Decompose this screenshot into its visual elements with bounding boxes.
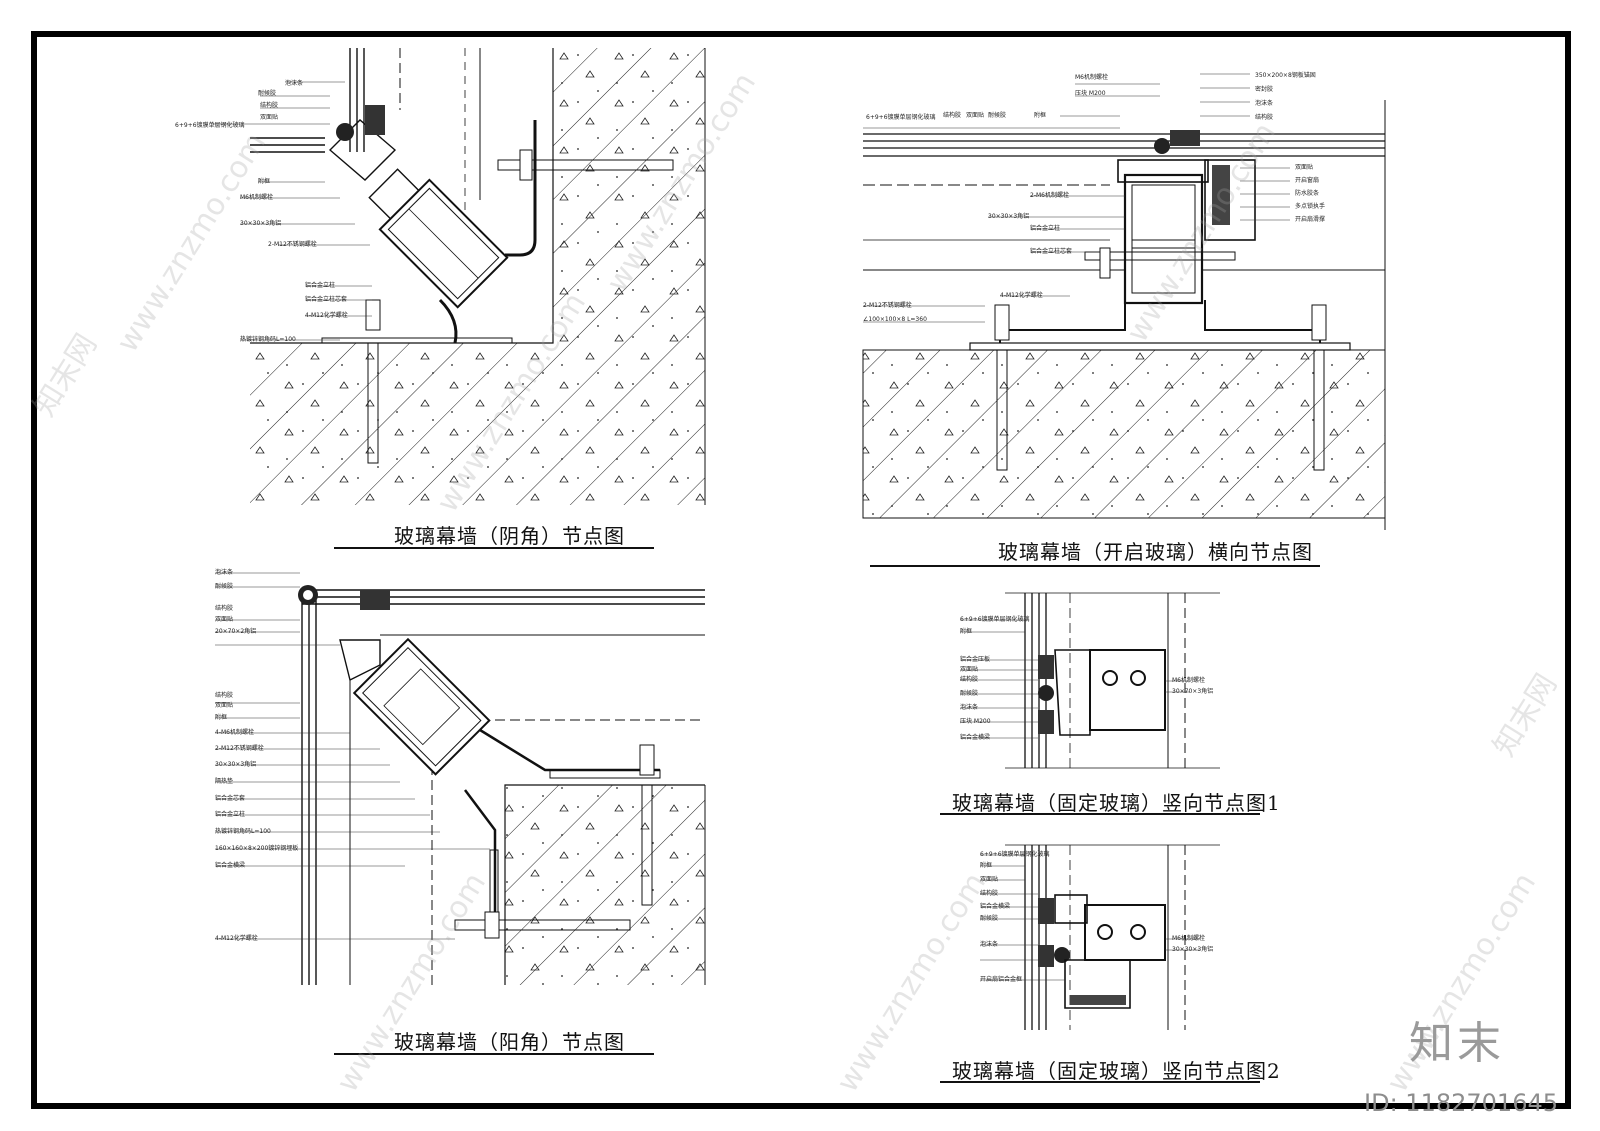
vertical-fixed-1-drawing	[960, 592, 1220, 769]
callout-label: 泡沫条	[285, 80, 304, 87]
callout-label: 2-M12不锈钢螺栓	[863, 302, 912, 309]
callout-label: 结构胶	[943, 112, 962, 119]
callout-label: M6机制螺栓	[240, 194, 273, 201]
callout-label: 铝合金横梁	[960, 734, 991, 741]
callout-label: 双面贴	[960, 666, 979, 673]
callout-label: 铝合金芯套	[215, 795, 246, 802]
callout-label: 4-M12化学螺栓	[1000, 292, 1043, 299]
vertical-fixed-2-title-underline	[940, 1081, 1260, 1083]
callout-label: 附框	[980, 862, 993, 869]
callout-label: 20×70×2角铝	[215, 628, 257, 635]
callout-label: 开启扇滑撑	[1295, 216, 1326, 223]
vertical-fixed-1-title: 玻璃幕墙（固定玻璃）竖向节点图1	[952, 791, 1281, 815]
callout-label: 耐候胶	[215, 583, 234, 590]
callout-label: 6+9+6镀膜单层钢化玻璃	[175, 122, 245, 129]
horizontal-opening-title: 玻璃幕墙（开启玻璃）横向节点图	[998, 540, 1313, 564]
callout-label: M6机制螺栓	[1172, 935, 1205, 942]
callout-label: 附框	[1034, 112, 1047, 119]
callout-label: 30×30×3角铝	[1172, 946, 1214, 953]
outer-corner-title: 玻璃幕墙（阳角）节点图	[394, 1030, 625, 1054]
inner-corner-drawing	[212, 48, 706, 505]
outer-corner-drawing	[215, 572, 706, 985]
callout-label: 多点锁执手	[1295, 203, 1326, 210]
callout-label: 2-M12不锈钢螺栓	[268, 241, 317, 248]
callout-label: 铝合金立柱芯套	[1030, 248, 1073, 255]
callout-label: 双面贴	[966, 112, 985, 119]
callout-label: 防水胶条	[1295, 190, 1320, 197]
callout-label: 结构胶	[215, 605, 234, 612]
callout-label: 泡沫条	[215, 569, 234, 576]
vertical-fixed-1-title-underline	[940, 813, 1260, 815]
callout-label: 双面贴	[260, 114, 279, 121]
callout-label: 泡沫条	[980, 941, 999, 948]
callout-label: 160×160×8×200镀锌钢埋板	[215, 845, 299, 852]
callout-label: 密封胶	[1255, 86, 1274, 93]
callout-label: 4-M6机制螺栓	[215, 729, 254, 736]
callout-label: 开启扇铝合金框	[980, 976, 1023, 983]
callout-label: 6+9+6镀膜单层钢化玻璃	[866, 114, 936, 121]
callout-label: 2-M6机制螺栓	[1030, 192, 1069, 199]
callout-label: 2-M12不锈钢螺栓	[215, 745, 264, 752]
inner-corner-title: 玻璃幕墙（阴角）节点图	[394, 524, 625, 548]
callout-label: 泡沫条	[1255, 100, 1274, 107]
callout-label: 开启窗扇	[1295, 177, 1320, 184]
callout-label: 结构胶	[260, 102, 279, 109]
vertical-fixed-2-drawing	[980, 844, 1220, 1030]
callout-label: 结构胶	[215, 692, 234, 699]
vertical-fixed-2-title: 玻璃幕墙（固定玻璃）竖向节点图2	[952, 1059, 1281, 1083]
callout-label: 耐候胶	[258, 90, 277, 97]
callout-label: 热镀锌钢角码L=100	[240, 336, 296, 343]
callout-label: 4-M12化学螺栓	[305, 312, 348, 319]
callout-label: 双面贴	[215, 616, 234, 623]
callout-label: 350×200×8钢板锚固	[1255, 72, 1316, 79]
callout-label: 30×30×3角铝	[240, 220, 282, 227]
callout-label: 铝合金立柱芯套	[305, 296, 348, 303]
horizontal-opening-title-underline	[870, 565, 1320, 567]
callout-label: 30×70×3角铝	[1172, 688, 1214, 695]
callout-label: 6+9+6镀膜单层钢化玻璃	[980, 851, 1050, 858]
callout-label: 双面贴	[980, 876, 999, 883]
callout-label: 耐候胶	[988, 112, 1007, 119]
callout-label: 结构胶	[980, 890, 999, 897]
callout-label: 压块 M200	[1075, 90, 1106, 97]
callout-label: M6机制螺栓	[1075, 74, 1108, 81]
sheet-border	[31, 31, 1571, 1109]
outer-corner-title-underline	[334, 1053, 654, 1055]
callout-label: 铝合金横梁	[980, 903, 1011, 910]
callout-label: 4-M12化学螺栓	[215, 935, 258, 942]
callout-label: 耐候胶	[960, 690, 979, 697]
callout-label: M6机制螺栓	[1172, 677, 1205, 684]
callout-label: ∠100×100×8 L=360	[863, 316, 927, 323]
callout-label: 6+9+6镀膜单层钢化玻璃	[960, 616, 1030, 623]
callout-label: 附框	[258, 178, 271, 185]
callout-label: 铝合金立柱	[305, 282, 336, 289]
callout-label: 30×30×3角铝	[215, 761, 257, 768]
horizontal-opening-drawing	[862, 73, 1386, 530]
callout-label: 铝合金立柱	[1030, 225, 1061, 232]
inner-corner-title-underline	[334, 547, 654, 549]
callout-label: 附框	[960, 628, 973, 635]
callout-label: 泡沫条	[960, 704, 979, 711]
image-id-label: ID: 1182701645	[1364, 1089, 1558, 1117]
callout-label: 结构胶	[1255, 114, 1274, 121]
callout-label: 铝合金立柱	[215, 811, 246, 818]
callout-label: 30×30×3角铝	[988, 213, 1030, 220]
callout-label: 铝合金压板	[960, 656, 991, 663]
callout-label: 附框	[215, 714, 228, 721]
callout-label: 结构胶	[960, 676, 979, 683]
callout-label: 耐候胶	[980, 915, 999, 922]
callout-label: 双面贴	[215, 702, 234, 709]
callout-label: 压块 M200	[960, 718, 991, 725]
callout-label: 双面贴	[1295, 164, 1314, 171]
callout-label: 隔热垫	[215, 778, 234, 785]
callout-label: 热镀锌钢角码L=100	[215, 828, 271, 835]
brand-logo: 知末	[1409, 1018, 1505, 1069]
callout-label: 铝合金横梁	[215, 862, 246, 869]
